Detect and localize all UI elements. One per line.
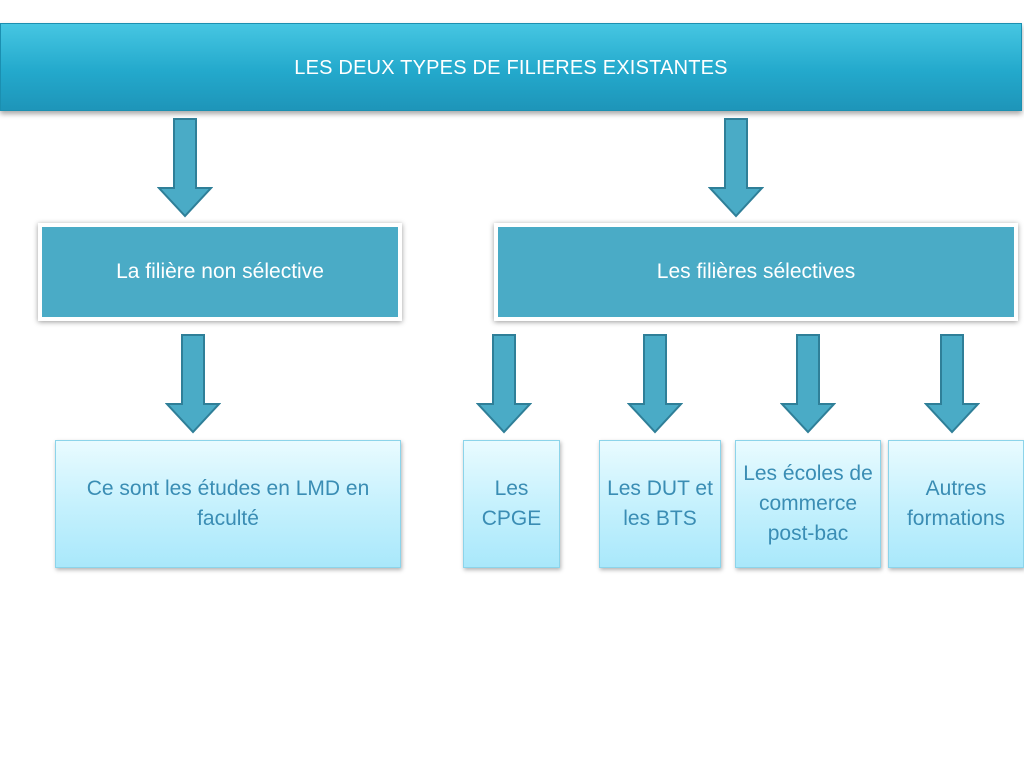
arrow-down-icon [708,118,764,218]
diagram-title-text: LES DEUX TYPES DE FILIERES EXISTANTES [294,57,728,79]
arrow-down-icon [627,334,683,434]
branch-non-selective: La filière non sélective [38,223,402,321]
leaf-cpge-text: Les CPGE [481,477,542,530]
arrow-down-icon [780,334,836,434]
leaf-dut-bts-text: Les DUT et les BTS [607,477,713,530]
leaf-ecoles-commerce-text: Les écoles de commerce post-bac [743,462,873,545]
leaf-autres-formations: Autres formations [888,440,1024,568]
arrow-down-icon [165,334,221,434]
leaf-ecoles-commerce: Les écoles de commerce post-bac [735,440,881,568]
leaf-lmd-text: Ce sont les études en LMD en faculté [86,477,370,530]
arrow-down-icon [476,334,532,434]
leaf-dut-bts: Les DUT et les BTS [599,440,721,568]
arrow-down-icon [157,118,213,218]
diagram-title: LES DEUX TYPES DE FILIERES EXISTANTES [0,23,1022,111]
leaf-autres-formations-text: Autres formations [906,477,1006,530]
leaf-cpge: Les CPGE [463,440,560,568]
branch-selective-label: Les filières sélectives [656,260,856,283]
leaf-lmd: Ce sont les études en LMD en faculté [55,440,401,568]
branch-non-selective-label: La filière non sélective [116,260,324,283]
arrow-down-icon [924,334,980,434]
branch-selective: Les filières sélectives [494,223,1018,321]
